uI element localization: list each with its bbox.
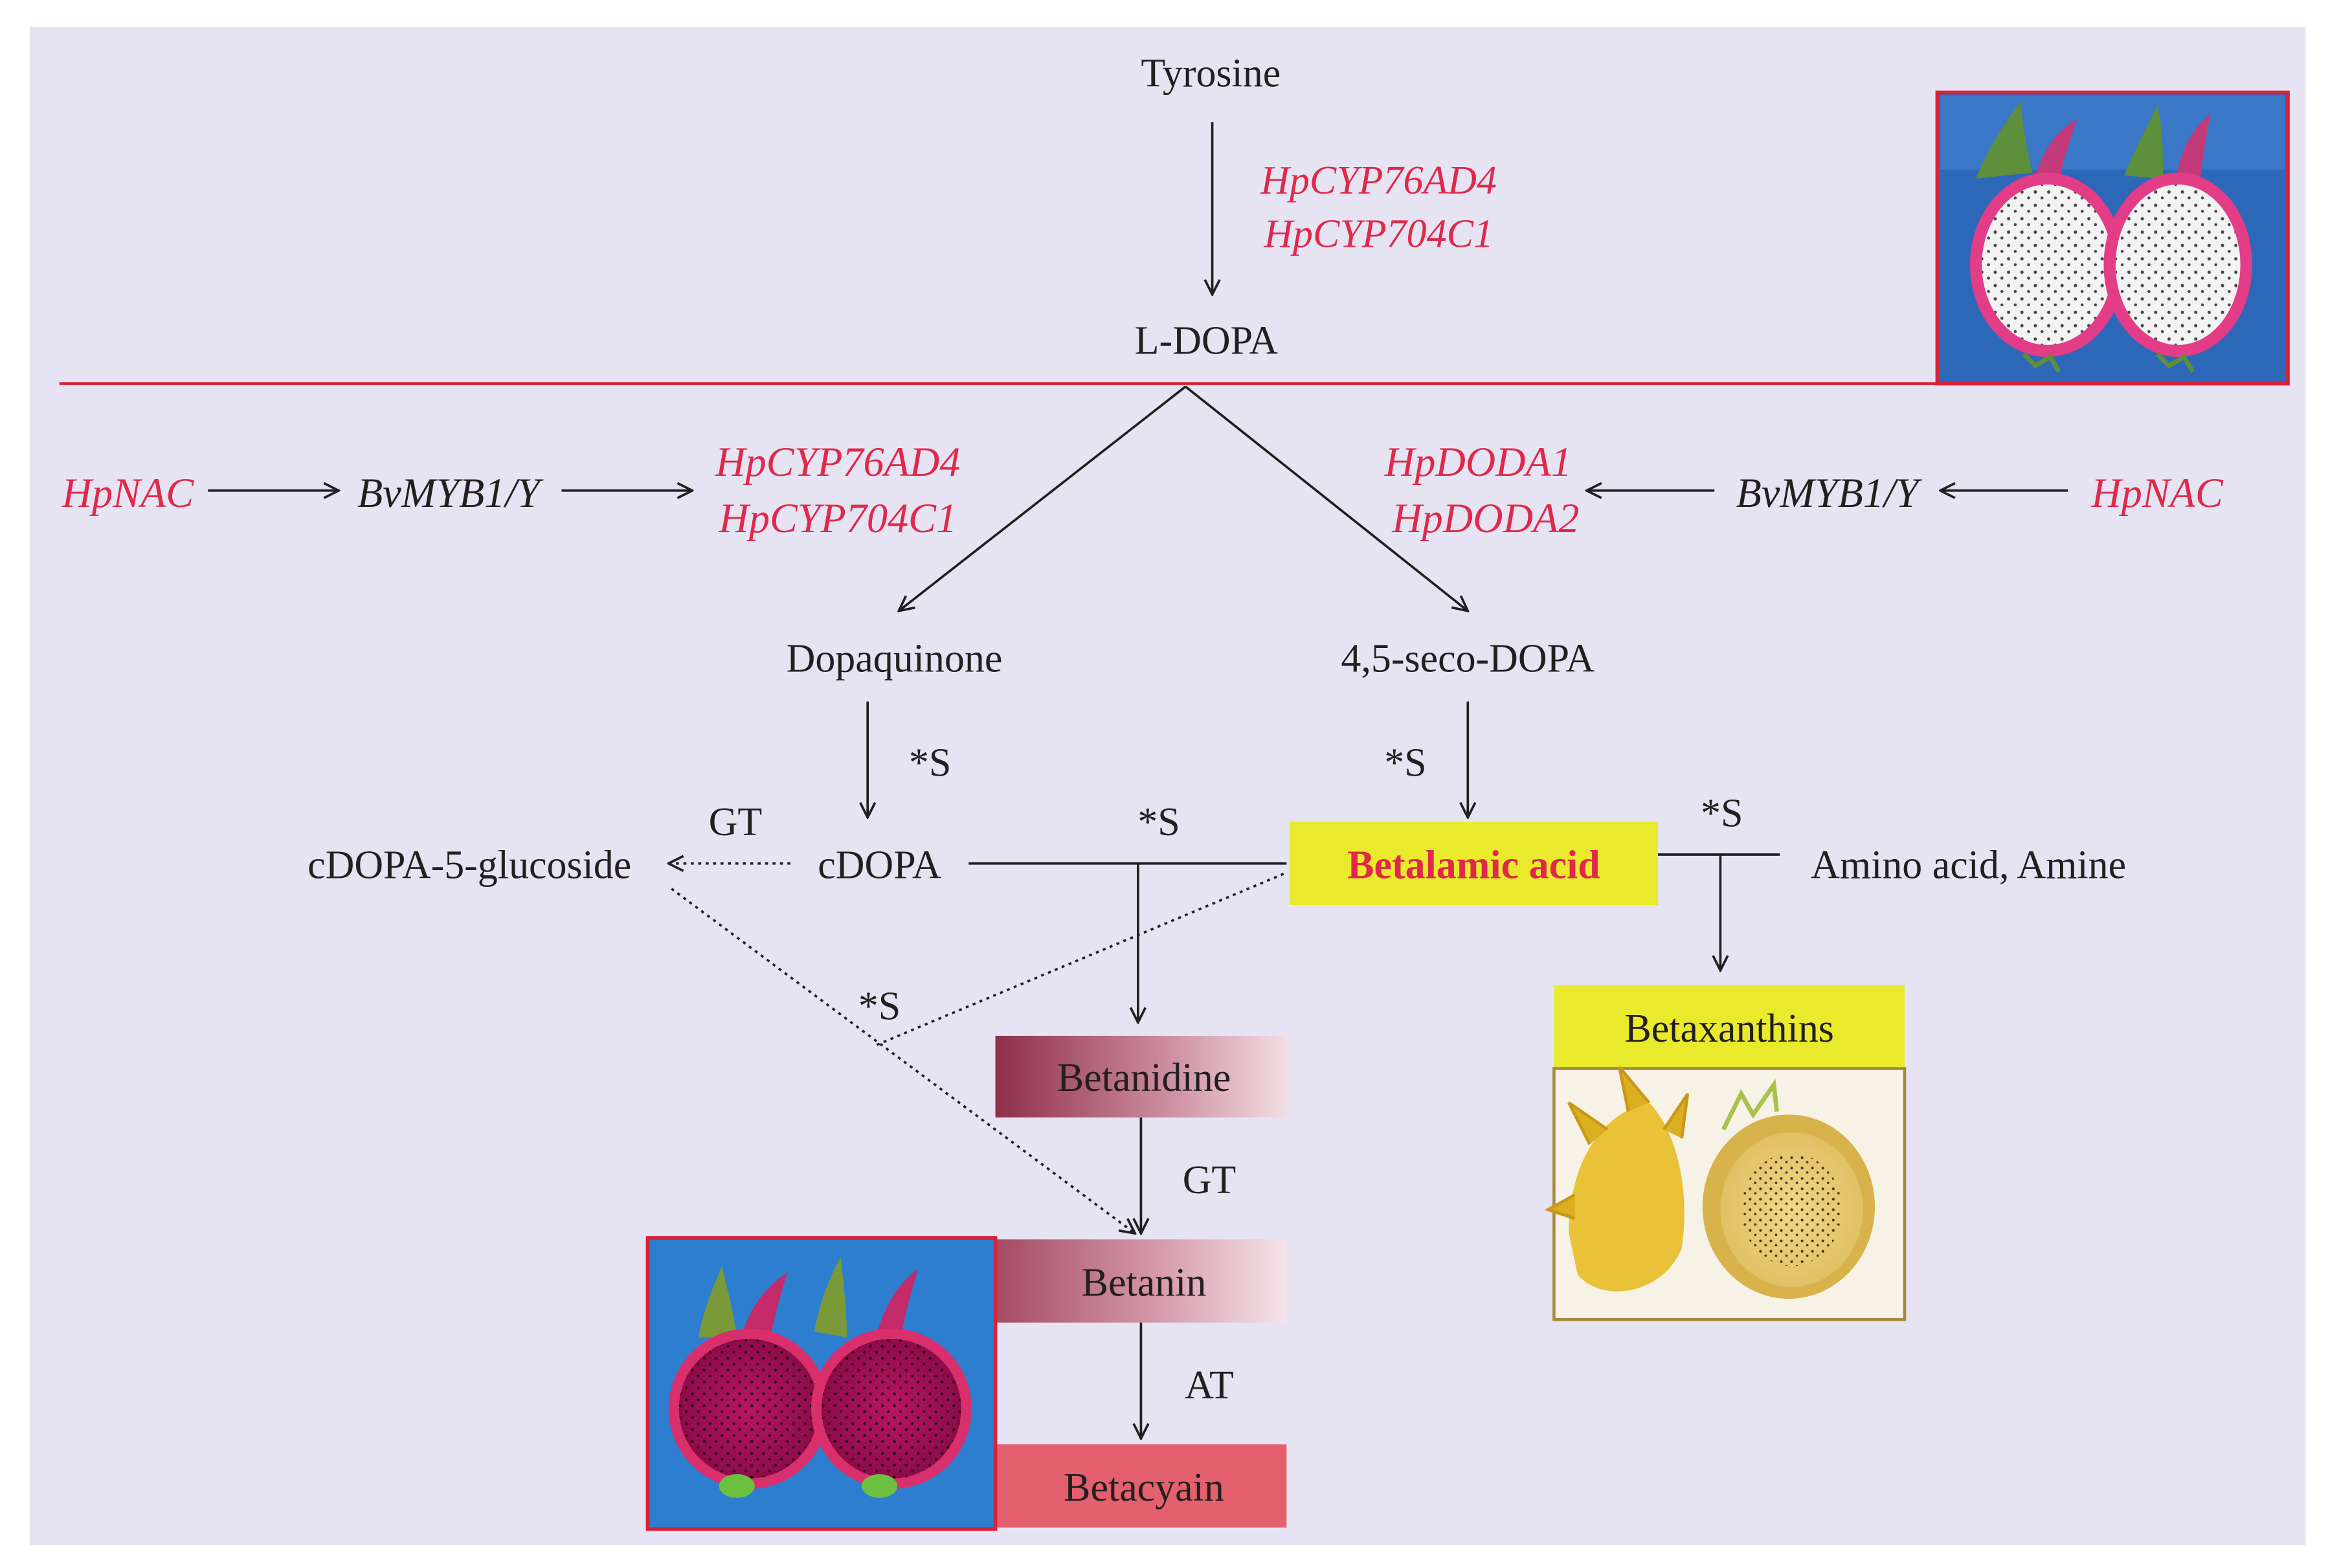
betalamic-acid-label: Betalamic acid (1347, 844, 1600, 888)
right-hpnac-label: HpNAC (2090, 470, 2224, 516)
arrow-ldopa-to-dopaquinone (899, 385, 1187, 611)
betaxanthins-label: Betaxanthins (1624, 1007, 1833, 1051)
gene-right-doda1: HpDODA1 (1384, 439, 1572, 485)
gene-top-cyp76ad4: HpCYP76AD4 (1260, 159, 1497, 203)
right-bvmyb-label: BvMYB1/Y (1736, 470, 1923, 516)
gene-top-cyp704c1: HpCYP704C1 (1263, 212, 1494, 256)
step-s-betaxanthin: *S (1701, 791, 1743, 835)
ldopa-label: L-DOPA (1135, 319, 1279, 363)
seco-dopa-label: 4,5-seco-DOPA (1341, 637, 1595, 681)
betanin-box (995, 1239, 1287, 1323)
betacyain-label: Betacyain (1064, 1466, 1224, 1510)
dopaquinone-label: Dopaquinone (787, 637, 1003, 681)
gene-left-cyp76ad4: HpCYP76AD4 (715, 439, 960, 485)
betanidine-label: Betanidine (1057, 1056, 1231, 1100)
yellow-fruit-photo (1544, 1066, 1907, 1321)
betanidine-box (995, 1035, 1287, 1118)
gene-left-cyp704c1: HpCYP704C1 (718, 495, 957, 541)
red-fruit-photo (645, 1236, 998, 1531)
step-gt-betanin: GT (1183, 1158, 1237, 1202)
white-fruit-photo (1935, 90, 2290, 386)
tyrosine-label: Tyrosine (1141, 52, 1281, 96)
left-hpnac-label: HpNAC (62, 470, 195, 516)
betaxanthins-box (1554, 985, 1905, 1069)
step-gt-glucoside: GT (709, 800, 763, 844)
betalamic-acid-box (1289, 822, 1659, 906)
betanin-label: Betanin (1082, 1261, 1207, 1305)
amino-acid-label: Amino acid, Amine (1811, 844, 2126, 888)
cdopa-label: cDOPA (818, 844, 941, 888)
step-s-diagonal: *S (858, 985, 901, 1029)
arrow-ldopa-to-seco-dopa (1185, 385, 1468, 611)
step-at-betacyain: AT (1185, 1363, 1234, 1407)
step-s-dopaquinone: *S (909, 741, 951, 785)
gene-right-doda2: HpDODA2 (1391, 495, 1579, 541)
step-s-condense: *S (1137, 800, 1180, 844)
cdopa-glucoside-label: cDOPA-5-glucoside (308, 844, 631, 888)
step-s-seco: *S (1384, 741, 1426, 785)
betacyain-box (995, 1444, 1287, 1528)
left-bvmyb-label: BvMYB1/Y (357, 470, 544, 516)
